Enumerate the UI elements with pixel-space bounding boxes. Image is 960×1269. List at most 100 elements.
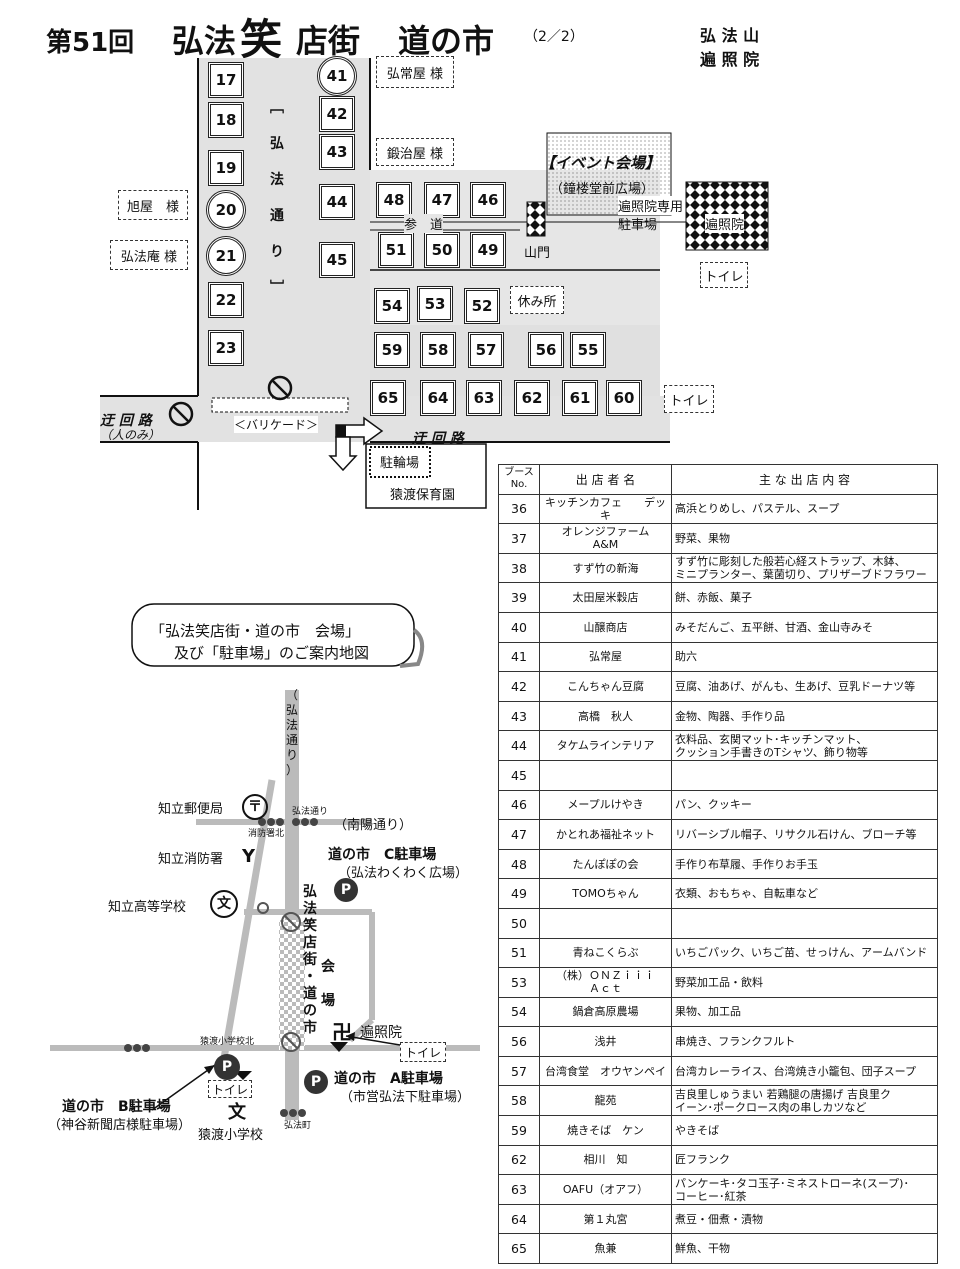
booth-19[interactable]: 19 bbox=[208, 150, 244, 186]
sanmon-label: 山門 bbox=[524, 246, 551, 261]
exhibitor-name-cell: 弘常屋 bbox=[539, 641, 672, 673]
booth-48[interactable]: 48 bbox=[376, 182, 412, 218]
henjoin-label: 遍照院 bbox=[705, 214, 745, 233]
exhibitor-name-cell: 青ねこくらぶ bbox=[539, 937, 672, 969]
elementary-label: 猿渡小学校 bbox=[198, 1128, 264, 1143]
fire-station-label: 知立消防署 bbox=[158, 852, 224, 867]
booth-65[interactable]: 65 bbox=[370, 380, 406, 416]
title-michinoichi: 道の市 bbox=[398, 22, 495, 60]
booth-63[interactable]: 63 bbox=[466, 380, 502, 416]
guide-street-vertical: （弘法通り） bbox=[285, 688, 298, 777]
street-name-vertical: ﹇弘法通り﹈ bbox=[270, 100, 284, 296]
kobo-dori-signal: 弘法通り bbox=[292, 807, 329, 817]
main-items-cell: 煮豆・佃煮・漬物 bbox=[671, 1203, 938, 1235]
main-items-cell: 助六 bbox=[671, 641, 938, 673]
main-items-cell: 餅、赤飯、菓子 bbox=[671, 582, 938, 613]
booth-47[interactable]: 47 bbox=[424, 182, 460, 218]
main-items-cell: 鮮魚、干物 bbox=[671, 1233, 938, 1265]
main-items-cell: 衣料品、玄関マット･キッチンマット、 クッション手書きのTシャツ、飾り物等 bbox=[671, 730, 938, 761]
elementary-icon: 文 bbox=[228, 1102, 246, 1123]
detour-right: 迂 回 路 bbox=[412, 431, 464, 447]
booth-17[interactable]: 17 bbox=[208, 62, 244, 98]
booth-51[interactable]: 51 bbox=[378, 232, 414, 268]
booth-number-cell: 54 bbox=[498, 996, 540, 1028]
parking-c-icon: P bbox=[334, 878, 358, 902]
booth-44[interactable]: 44 bbox=[319, 184, 355, 220]
exhibitor-name-cell bbox=[539, 759, 672, 791]
booth-number-cell: 53 bbox=[498, 967, 540, 998]
page-indicator: （2／2） bbox=[524, 29, 584, 45]
nanyo-dori-label: （南陽通り） bbox=[334, 818, 413, 833]
shop-asahiya: 旭屋 様 bbox=[118, 190, 188, 220]
post-office-icon: 〒 bbox=[242, 794, 268, 820]
venue-vertical-1: 弘法笑店街・道の市 bbox=[303, 884, 317, 1036]
booth-42[interactable]: 42 bbox=[319, 96, 355, 132]
booth-49[interactable]: 49 bbox=[470, 232, 506, 268]
booth-55[interactable]: 55 bbox=[570, 332, 606, 368]
booth-53[interactable]: 53 bbox=[417, 286, 453, 322]
exhibitor-name-cell: 山醸商店 bbox=[539, 611, 672, 643]
sando-label: 参 道 bbox=[404, 214, 444, 233]
nursery-label: 猿渡保育園 bbox=[390, 488, 456, 503]
exhibitor-name-cell: TOMOちゃん bbox=[539, 878, 672, 909]
main-items-cell: 野菜、果物 bbox=[671, 523, 938, 554]
booth-23[interactable]: 23 bbox=[208, 330, 244, 366]
booth-62[interactable]: 62 bbox=[514, 380, 550, 416]
event-subtitle: （鐘楼堂前広場） bbox=[550, 182, 655, 197]
booth-50[interactable]: 50 bbox=[424, 232, 460, 268]
booth-54[interactable]: 54 bbox=[374, 288, 410, 324]
booth-60[interactable]: 60 bbox=[606, 380, 642, 416]
main-items-cell: すず竹に彫刻した般若心経ストラップ、木鉢、 ミニプランター、葉菌切り、プリザーブ… bbox=[671, 552, 938, 584]
exhibitor-name-cell: メープルけやき bbox=[539, 789, 672, 821]
guide-map-roads bbox=[50, 603, 480, 1120]
main-items-cell bbox=[671, 907, 938, 939]
booth-46[interactable]: 46 bbox=[470, 182, 506, 218]
exhibitor-name-cell: キッチンカフェ デッキ bbox=[539, 493, 672, 525]
main-items-cell: みそだんご、五平餅、甘酒、金山寺みそ bbox=[671, 611, 938, 643]
booth-61[interactable]: 61 bbox=[562, 380, 598, 416]
title-sho: 笑 bbox=[240, 15, 283, 64]
sarutobe-north-signal: 猿渡小学校北 bbox=[200, 1037, 255, 1047]
booth-56[interactable]: 56 bbox=[528, 332, 564, 368]
booth-52[interactable]: 52 bbox=[464, 288, 500, 324]
booth-43[interactable]: 43 bbox=[319, 134, 355, 170]
booth-18[interactable]: 18 bbox=[208, 102, 244, 138]
fire-station-icon: Y bbox=[242, 846, 256, 867]
main-items-cell: 吉良里しゅうまい 若鶏腿の唐揚げ 吉良里ク イーン･ポークロース肉の串しカツなど bbox=[671, 1085, 938, 1117]
booth-20[interactable]: 20 bbox=[206, 190, 246, 230]
booth-number-cell: 43 bbox=[498, 700, 540, 732]
shop-kajiya: 鍛治屋 様 bbox=[376, 138, 454, 166]
guide-title-1: 「弘法笑店街・道の市 会場」 bbox=[150, 622, 361, 640]
shop-hirotsuneya: 弘常屋 様 bbox=[376, 56, 454, 88]
exhibitor-name-cell: すず竹の新海 bbox=[539, 552, 672, 584]
booth-45[interactable]: 45 bbox=[319, 242, 355, 278]
booth-57[interactable]: 57 bbox=[468, 332, 504, 368]
parking-a-icon: P bbox=[304, 1070, 328, 1094]
high-school-label: 知立高等学校 bbox=[108, 900, 187, 915]
booth-21[interactable]: 21 bbox=[206, 236, 246, 276]
booth-59[interactable]: 59 bbox=[374, 332, 410, 368]
booth-64[interactable]: 64 bbox=[420, 380, 456, 416]
booth-22[interactable]: 22 bbox=[208, 282, 244, 318]
booth-58[interactable]: 58 bbox=[420, 332, 456, 368]
booth-number-cell: 62 bbox=[498, 1144, 540, 1176]
main-items-cell: リバーシブル帽子、リサクル石けん、ブローチ等 bbox=[671, 819, 938, 850]
parking-b-title: 道の市 B駐車場 bbox=[62, 1099, 171, 1115]
detour-left-sub: （人のみ） bbox=[100, 428, 161, 442]
exhibitor-name-cell: オレンジファーム A&M bbox=[539, 523, 672, 554]
booth-number-cell: 63 bbox=[498, 1174, 540, 1205]
booth-number-cell: 40 bbox=[498, 611, 540, 643]
booth-41[interactable]: 41 bbox=[317, 56, 357, 96]
